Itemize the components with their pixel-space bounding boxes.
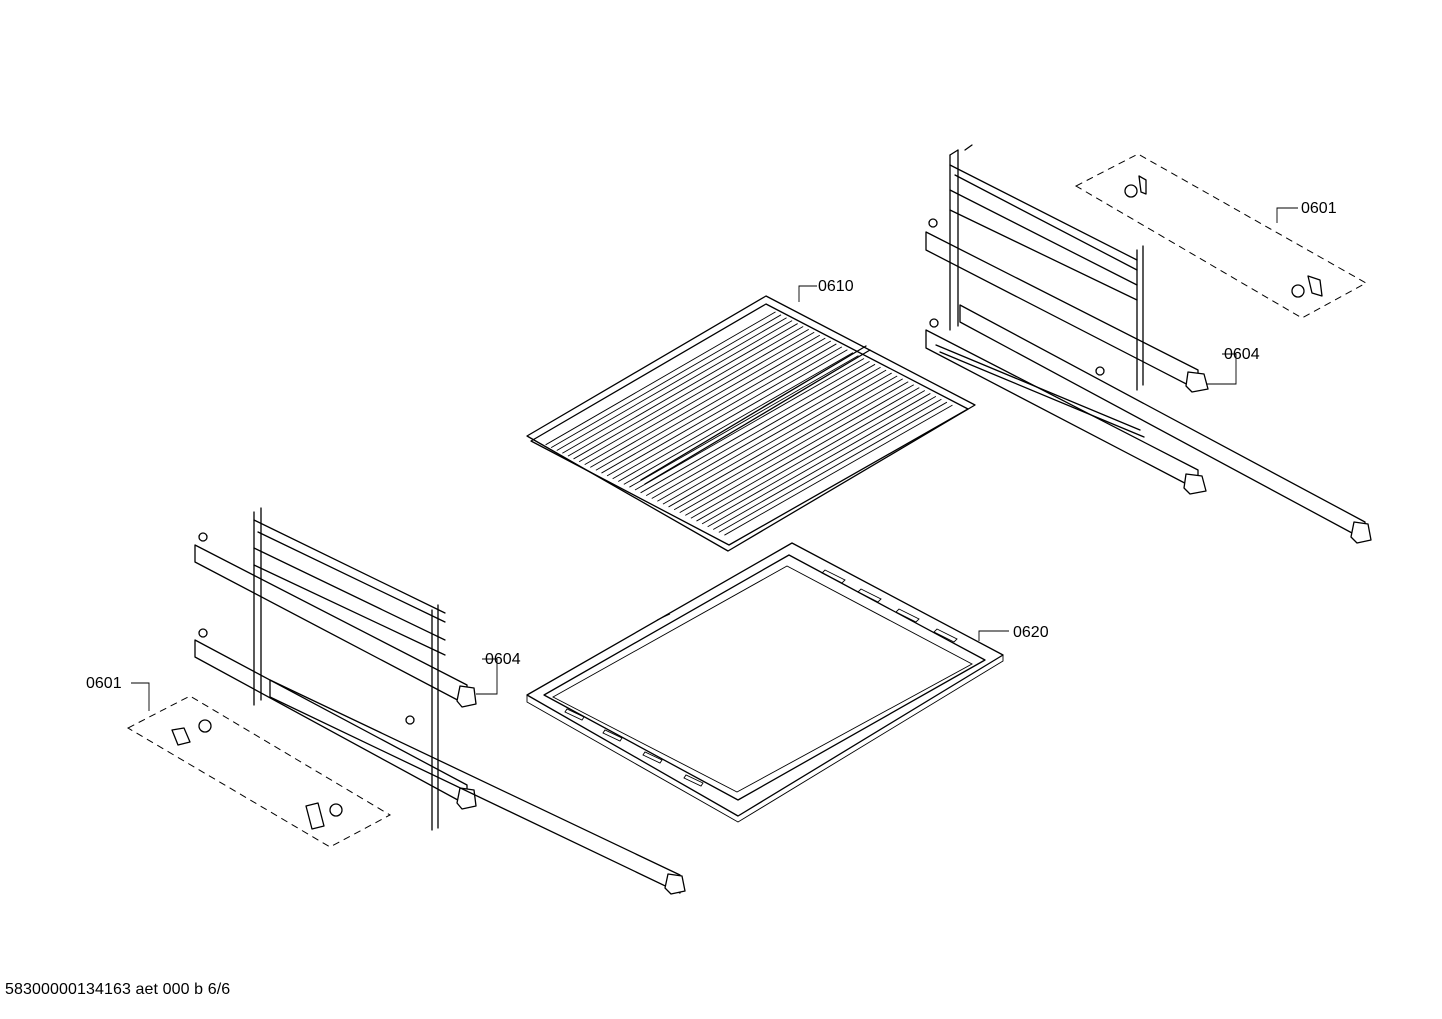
rack-bar [595, 337, 826, 471]
rack-bar [724, 404, 953, 536]
rack-bar [567, 323, 798, 457]
rack-bar [707, 395, 937, 528]
rack-bar [701, 393, 931, 525]
document-code: 58300000134163 aet 000 b 6/6 [5, 981, 231, 998]
wire-rack-0610 [526, 295, 976, 552]
rack-bar [618, 349, 848, 482]
rack-bar [634, 358, 865, 491]
rack-bar [651, 366, 881, 499]
rack-bar [657, 369, 887, 502]
baking-tray-0620 [526, 542, 1004, 823]
telescopic-rails-right-0604 [925, 144, 1372, 544]
telescopic-rails-left-0604 [194, 507, 686, 895]
fixing-clips-right-0601 [1074, 153, 1368, 319]
label-rails-left: 0604 [485, 651, 521, 668]
rack-bar [606, 343, 837, 477]
rack-bar [696, 390, 926, 522]
rack-bar [573, 326, 804, 460]
rack-bar [612, 346, 843, 480]
rack-bar [718, 401, 948, 533]
label-rails-right: 0604 [1224, 346, 1260, 363]
label-baking-tray: 0620 [1013, 624, 1049, 641]
rack-bar [584, 331, 815, 465]
rack-bar [673, 378, 903, 511]
rack-bar [550, 314, 782, 449]
rack-bar [679, 381, 909, 513]
rack-bar [623, 352, 854, 485]
fixing-clips-left-0601 [126, 695, 392, 848]
rack-bar [713, 398, 942, 530]
rack-bar [690, 387, 920, 519]
rack-bar [545, 311, 776, 446]
rack-bar [590, 334, 820, 468]
rack-bar [629, 355, 859, 488]
rack-bar [601, 340, 832, 474]
rack-bar [640, 361, 870, 494]
label-clips-right: 0601 [1301, 200, 1337, 217]
rack-bar [662, 372, 892, 505]
rack-bar [562, 320, 793, 454]
rack-bar [578, 328, 809, 463]
rack-bar [645, 363, 876, 497]
rack-bar [556, 317, 787, 451]
rack-bar [685, 384, 914, 516]
label-clips-left: 0601 [86, 675, 122, 692]
rack-bar [668, 375, 898, 508]
leader-lines [131, 207, 1298, 711]
label-wire-rack: 0610 [818, 278, 854, 295]
